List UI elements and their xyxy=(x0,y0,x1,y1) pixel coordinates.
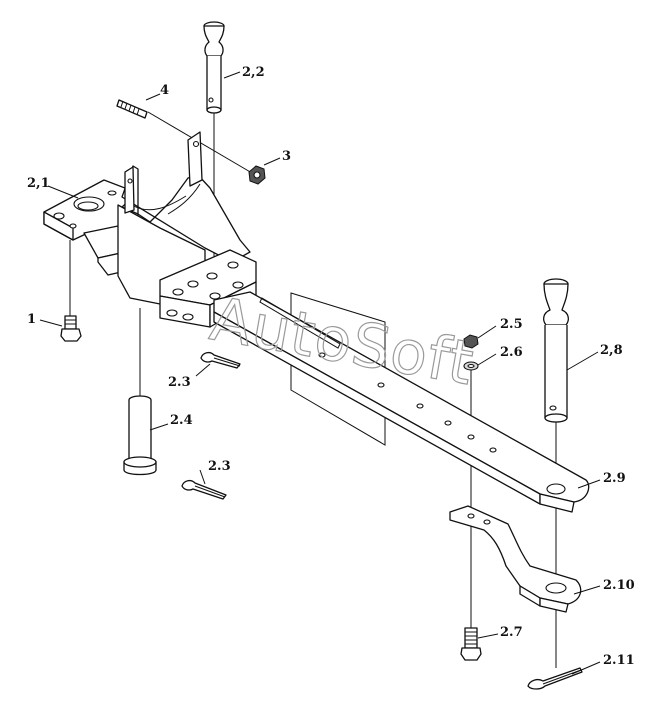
label-2-9: 2.9 xyxy=(603,471,626,486)
link-plate-2-10-icon xyxy=(449,505,582,613)
label-2-10: 2.10 xyxy=(603,578,635,593)
leader-lines xyxy=(39,71,601,675)
label-1: 1 xyxy=(27,312,36,327)
label-2-1: 2,1 xyxy=(27,176,50,191)
label-2-2: 2,2 xyxy=(242,65,265,80)
label-2-5: 2.5 xyxy=(500,317,523,332)
label-2-3a: 2.3 xyxy=(168,375,191,390)
label-4: 4 xyxy=(160,83,169,98)
cotter-pin-2-3a-icon xyxy=(200,351,241,369)
bolt-2-7-icon xyxy=(460,627,482,661)
callout-labels: 2,2 4 3 2,1 1 2.3 2.4 2.3 2.5 2.6 2,8 2.… xyxy=(27,65,635,668)
bracket-2-1-icon xyxy=(43,131,257,328)
label-2-8: 2,8 xyxy=(600,343,623,358)
cotter-pin-2-3b-icon xyxy=(181,479,227,500)
label-3: 3 xyxy=(282,149,291,164)
label-2-11: 2.11 xyxy=(603,653,635,668)
washer-2-6-icon xyxy=(463,361,479,371)
pin-2-2-icon xyxy=(203,21,225,114)
nut-3-icon xyxy=(248,165,266,185)
label-2-6: 2.6 xyxy=(500,345,523,360)
assembly-center-lines xyxy=(69,108,557,668)
nut-2-5-icon xyxy=(463,334,479,349)
pin-2-4-icon xyxy=(123,395,157,476)
label-2-3b: 2.3 xyxy=(208,459,231,474)
drawbar-2-9-icon xyxy=(213,291,590,513)
stud-4-icon xyxy=(116,99,148,119)
label-2-4: 2.4 xyxy=(170,413,193,428)
cotter-pin-2-11-icon xyxy=(527,667,583,690)
pin-2-8-icon xyxy=(543,278,569,423)
label-2-7: 2.7 xyxy=(500,625,523,640)
bolt-1-icon xyxy=(60,315,82,342)
